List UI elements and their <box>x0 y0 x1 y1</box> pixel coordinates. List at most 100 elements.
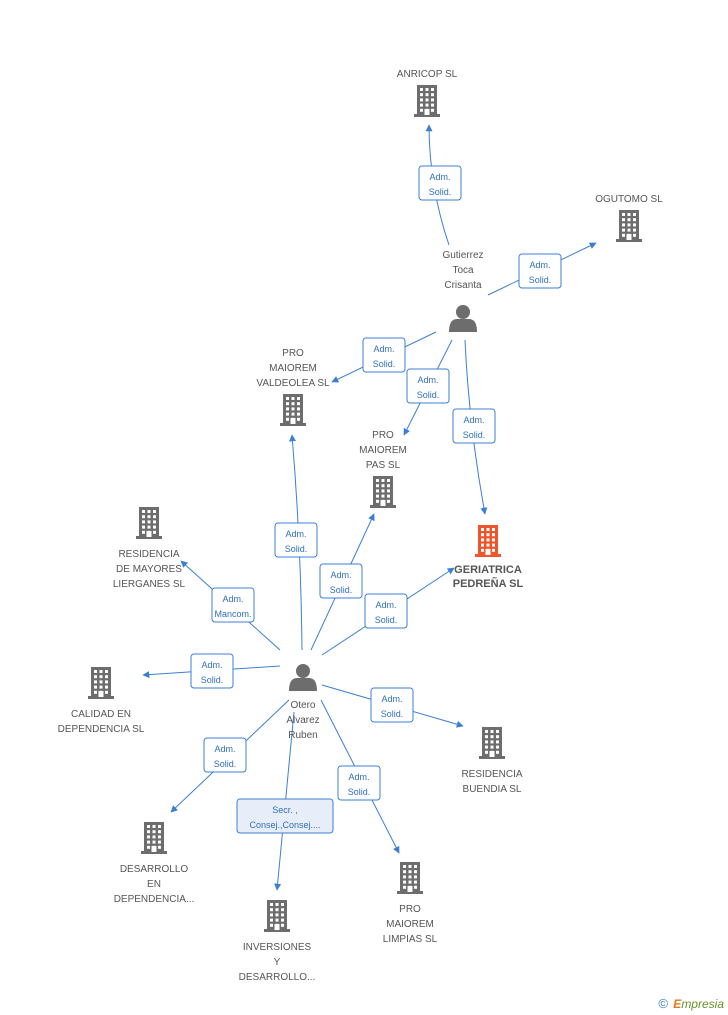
building-window <box>481 533 484 537</box>
building-window <box>381 489 385 493</box>
building-window <box>142 520 145 524</box>
building-window <box>281 913 284 917</box>
building-window <box>297 397 300 400</box>
edge-label-box <box>337 765 381 801</box>
edge-label-gutierrez-geriatrica[interactable]: Adm. Solid. <box>452 408 496 444</box>
building-window <box>492 528 495 531</box>
building-window <box>490 745 494 749</box>
building-icon[interactable] <box>280 394 306 426</box>
node-inversiones[interactable]: INVERSIONESYDESARROLLO... <box>239 900 316 983</box>
edge-label-otero-calidad[interactable]: Adm.Solid. <box>190 653 234 689</box>
edge-label-text: Adm. <box>381 694 402 704</box>
building-window <box>158 840 161 844</box>
building-icon[interactable] <box>370 476 396 508</box>
node-label: ANRICOP SL <box>397 69 458 80</box>
building-window <box>490 740 494 744</box>
edge-label-gutierrez-pas[interactable]: Adm.Solid. <box>406 368 450 404</box>
building-window <box>492 548 495 552</box>
building-window <box>481 548 484 552</box>
edge-label-otero-inversiones[interactable]: Secr. ,Consej.,Consej.... <box>236 798 334 834</box>
building-window <box>99 675 103 679</box>
building-window <box>105 670 108 673</box>
building-window <box>94 685 97 689</box>
person-icon[interactable] <box>449 305 477 332</box>
edge-label-text: Adm. <box>529 260 550 270</box>
building-door <box>626 234 632 240</box>
node-ogutomo[interactable]: OGUTOMO SL <box>595 194 663 242</box>
building-window <box>622 223 625 227</box>
building-icon[interactable] <box>479 727 505 759</box>
edge-label-otero-geriatrica[interactable]: Adm.Solid. <box>364 593 408 629</box>
building-window <box>99 680 103 684</box>
building-base <box>88 696 114 699</box>
building-icon[interactable] <box>475 525 501 557</box>
edge-label-otero-valdeolea[interactable]: Adm.Solid. <box>274 522 318 558</box>
edge-label-text: Solid. <box>375 615 398 625</box>
building-window <box>270 908 273 912</box>
building-window <box>420 108 423 112</box>
edge-label-gutierrez-valdeolea[interactable]: Adm.Solid. <box>362 337 406 373</box>
edge-label-otero-desarrollo[interactable]: Adm.Solid. <box>203 737 247 773</box>
building-window <box>152 835 156 839</box>
building-window <box>142 525 145 529</box>
building-icon[interactable] <box>414 85 440 117</box>
building-icon[interactable] <box>264 900 290 932</box>
building-icon[interactable] <box>136 507 162 539</box>
node-label: CALIDAD EN <box>71 709 131 720</box>
building-window <box>481 538 484 542</box>
building-window <box>414 875 417 879</box>
building-window <box>431 93 434 97</box>
node-label: PRO <box>399 904 421 915</box>
person-icon[interactable] <box>289 664 317 691</box>
edge-label-otero-buendia[interactable]: Adm.Solid. <box>370 687 414 723</box>
brand-logo-initial: E <box>673 997 682 1011</box>
building-window <box>270 923 273 927</box>
building-icon[interactable] <box>397 862 423 894</box>
building-base <box>370 505 396 508</box>
edge-label-box <box>236 798 334 834</box>
building-window <box>414 865 417 868</box>
brand-footer: © Empresia <box>658 996 724 1011</box>
building-icon[interactable] <box>141 822 167 854</box>
building-base <box>141 851 167 854</box>
building-window <box>486 533 490 537</box>
building-window <box>281 923 284 927</box>
edge-label-gutierrez-ogutomo[interactable]: Adm. Solid. <box>518 253 562 289</box>
building-window <box>297 412 300 416</box>
node-label: LIERGANES SL <box>113 579 186 590</box>
person-body <box>449 319 477 332</box>
node-desarrollo[interactable]: DESARROLLOENDEPENDENCIA... <box>114 822 195 905</box>
building-window <box>286 412 289 416</box>
edge-label-text: Solid. <box>463 430 486 440</box>
building-window <box>105 680 108 684</box>
edge-label-gutierrez-anricop[interactable]: Adm.Solid. <box>418 165 462 201</box>
copyright-symbol: © <box>658 996 668 1011</box>
node-anricop[interactable]: ANRICOP SL <box>397 69 458 117</box>
building-window <box>496 730 499 733</box>
edge-label-otero-lierganes[interactable]: Adm.Mancom. <box>211 587 255 623</box>
building-icon[interactable] <box>616 210 642 242</box>
edge-label-text: Adm. <box>463 415 484 425</box>
edge-label-otero-limpias[interactable]: Adm.Solid. <box>337 765 381 801</box>
building-window <box>490 735 494 739</box>
building-icon[interactable] <box>88 667 114 699</box>
node-label: Otero <box>290 700 315 711</box>
node-label: VALDEOLEA SL <box>256 378 330 389</box>
building-window <box>270 918 273 922</box>
edge-label-text: Solid. <box>529 275 552 285</box>
building-door <box>290 418 296 424</box>
building-window <box>633 233 636 237</box>
building-window <box>376 484 379 488</box>
edge-label-otero-pas[interactable]: Adm.Solid. <box>319 563 363 599</box>
building-window <box>275 908 279 912</box>
building-window <box>381 484 385 488</box>
